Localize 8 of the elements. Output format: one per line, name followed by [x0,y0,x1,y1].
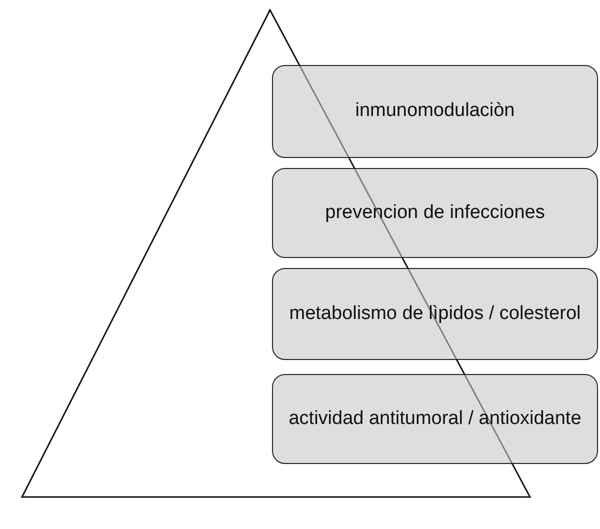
rounded-card [272,65,598,158]
rounded-card [272,374,598,464]
card-text: actividad antitumoral / antioxidante [288,408,582,430]
card-text: inmunomodulaciòn [355,100,515,123]
rounded-card [272,168,598,258]
card-text: metabolismo de lìpidos / colesterol [289,302,581,326]
card-text: prevencion de infecciones [325,202,545,224]
rounded-card [272,268,598,360]
